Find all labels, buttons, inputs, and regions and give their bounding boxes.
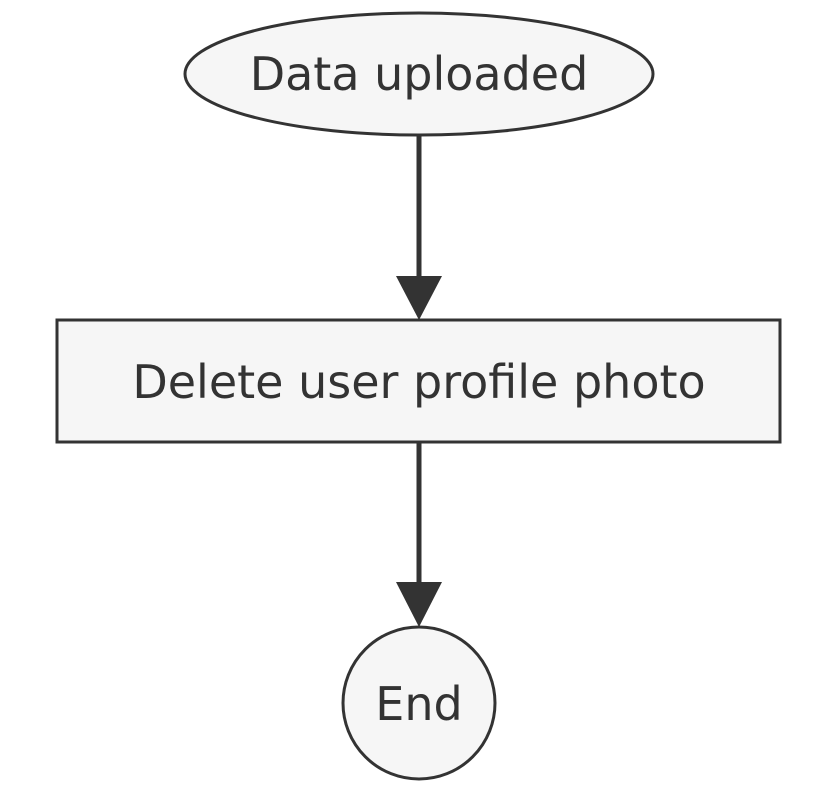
edge-start-to-process (396, 136, 442, 320)
arrow-head-end (396, 582, 442, 627)
arrow-head-process (396, 276, 442, 320)
node-delete-user-profile-photo: Delete user profile photo (55, 318, 782, 444)
node-end: End (341, 625, 497, 781)
node-data-uploaded: Data uploaded (183, 11, 655, 137)
end-label: End (375, 677, 462, 731)
edge-process-to-end (396, 443, 442, 627)
end-circle (341, 625, 497, 781)
process-rectangle (55, 318, 782, 444)
process-label: Delete user profile photo (132, 355, 705, 409)
start-ellipse (183, 11, 655, 137)
start-label: Data uploaded (250, 47, 589, 101)
